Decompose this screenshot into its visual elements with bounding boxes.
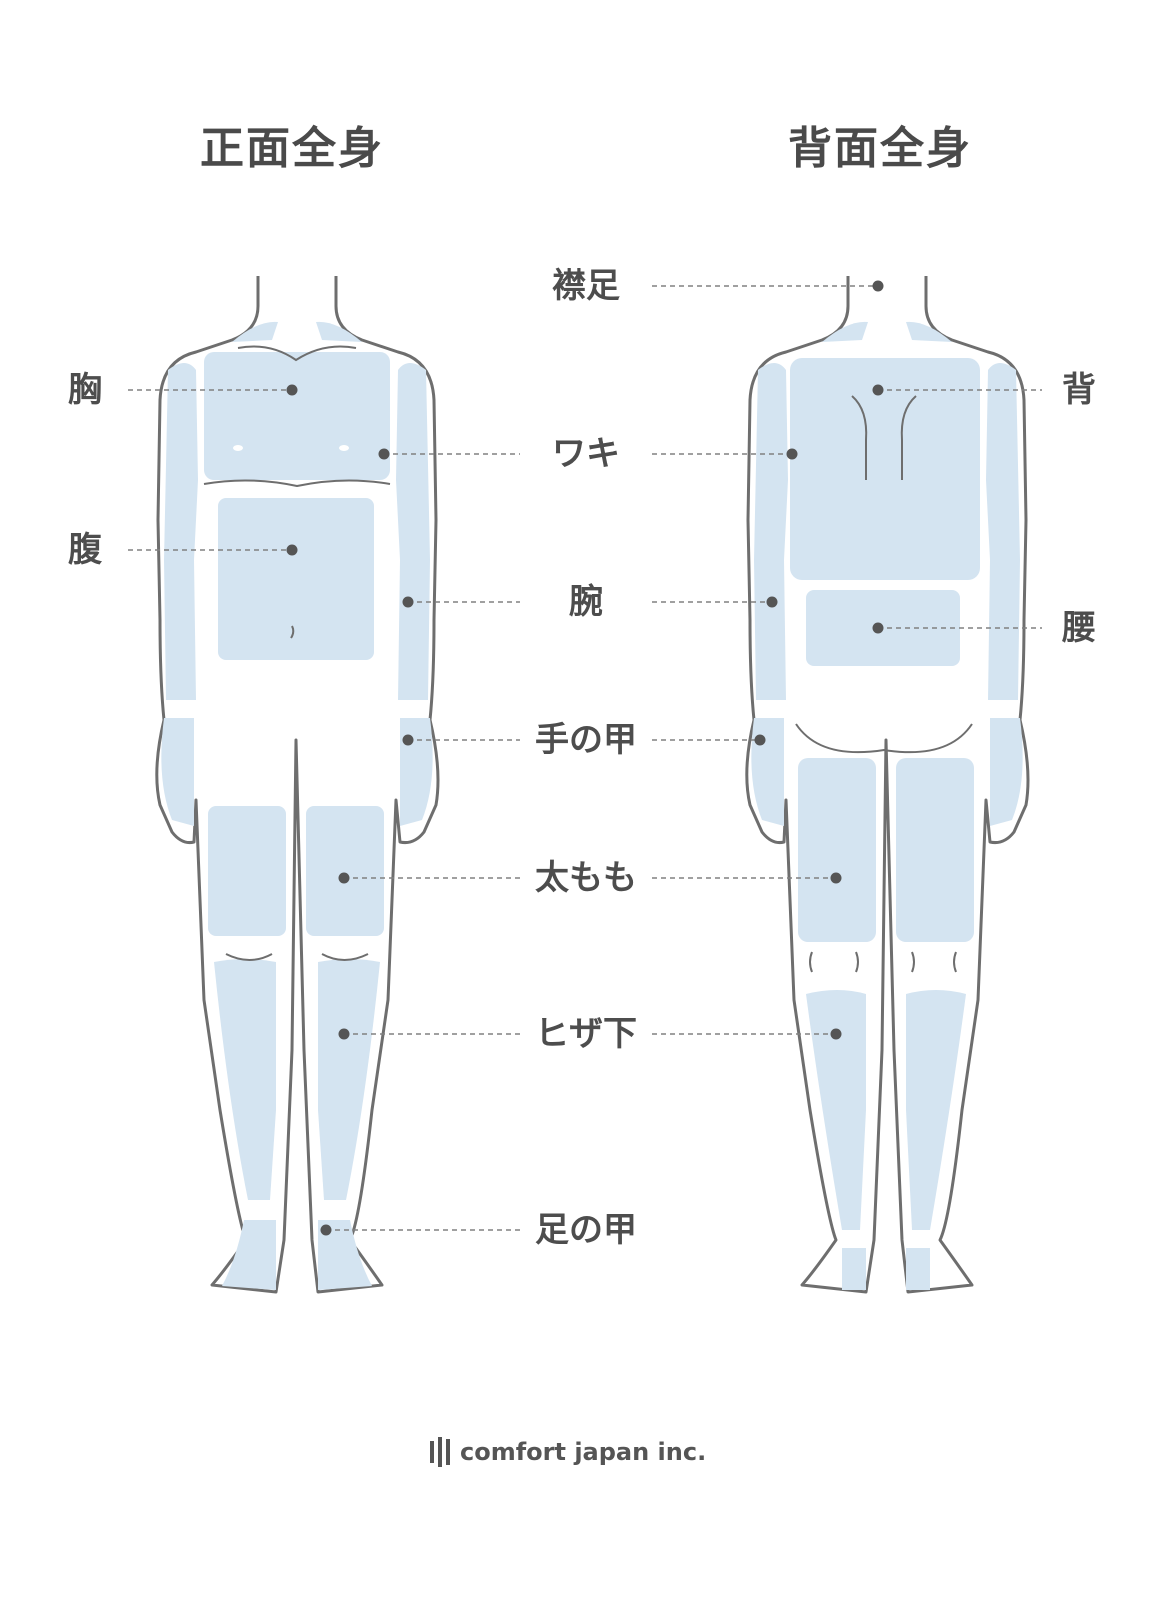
- front-thigh-left-area: [208, 806, 286, 936]
- back-knee-right: [911, 951, 957, 973]
- back-upper-area: [790, 358, 980, 580]
- back-thigh-left-area: [798, 758, 876, 942]
- front-pec-line: [203, 479, 391, 488]
- leader-lines: [128, 285, 1042, 1231]
- label-back: 背: [1062, 370, 1096, 410]
- back-spine-left: [851, 395, 868, 480]
- front-foot-right-area: [318, 1220, 372, 1290]
- label-below-knee: ヒザ下: [535, 1014, 637, 1054]
- back-arm-left-area: [754, 363, 788, 700]
- front-chest-area: [204, 352, 390, 480]
- dot-arm-front: [402, 596, 414, 608]
- label-hand: 手の甲: [535, 720, 637, 760]
- dot-chest: [286, 384, 298, 396]
- front-shin-left-area: [214, 959, 276, 1200]
- front-knee-left: [225, 953, 273, 961]
- label-nape: 襟足: [552, 266, 620, 306]
- dot-nape: [872, 280, 884, 292]
- front-knee-right: [321, 953, 369, 961]
- back-heel-right-area: [906, 1248, 930, 1290]
- front-nipple-right: [339, 445, 349, 451]
- back-hand-right-area: [990, 718, 1023, 826]
- dot-thigh-front: [338, 872, 350, 884]
- dot-abdomen: [286, 544, 298, 556]
- front-navel: [290, 625, 295, 639]
- front-arm-left-area: [164, 363, 198, 700]
- dot-foot-front: [320, 1224, 332, 1236]
- dot-thigh-back: [830, 872, 842, 884]
- dot-below-knee-front: [338, 1028, 350, 1040]
- label-armpit: ワキ: [552, 434, 620, 474]
- front-foot-left-area: [222, 1220, 276, 1290]
- label-arm: 腕: [569, 582, 603, 622]
- front-hand-left-area: [161, 718, 194, 826]
- front-title: 正面全身: [200, 123, 384, 174]
- dot-armpit-front: [378, 448, 390, 460]
- dot-below-knee-back: [830, 1028, 842, 1040]
- logo-text: comfort japan inc.: [460, 1438, 707, 1466]
- dot-armpit-back: [786, 448, 798, 460]
- front-collarbone: [237, 345, 357, 362]
- back-figure: [745, 276, 1030, 1294]
- back-buttocks-line: [795, 723, 973, 754]
- dot-back: [872, 384, 884, 396]
- front-thigh-right-area: [306, 806, 384, 936]
- label-foot: 足の甲: [535, 1210, 637, 1250]
- dot-waist: [872, 622, 884, 634]
- label-abdomen: 腹: [68, 530, 102, 570]
- marker-dots: [286, 280, 884, 1236]
- back-heel-left-area: [842, 1248, 866, 1290]
- back-shoulder-left: [822, 321, 868, 342]
- label-thigh: 太もも: [535, 858, 637, 898]
- front-nipple-left: [233, 445, 243, 451]
- dot-arm-back: [766, 596, 778, 608]
- logo-mark-icon: [430, 1437, 450, 1467]
- front-shoulder-left: [232, 321, 278, 342]
- dot-hand-front: [402, 734, 414, 746]
- label-chest: 胸: [68, 370, 102, 410]
- front-abdomen-area: [218, 498, 374, 660]
- back-calf-left-area: [806, 990, 866, 1230]
- back-shoulder-right: [906, 321, 952, 342]
- back-knee-left: [809, 951, 859, 973]
- company-logo: comfort japan inc.: [430, 1435, 706, 1469]
- front-shin-right-area: [318, 959, 380, 1200]
- front-arm-right-area: [396, 363, 430, 700]
- back-thigh-right-area: [896, 758, 974, 942]
- back-arm-right-area: [986, 363, 1020, 700]
- label-waist: 腰: [1062, 608, 1096, 648]
- back-title: 背面全身: [788, 123, 972, 174]
- back-spine-right: [900, 395, 917, 480]
- dot-hand-back: [754, 734, 766, 746]
- front-figure: [155, 276, 440, 1294]
- front-shoulder-right: [316, 321, 362, 342]
- back-calf-right-area: [906, 990, 966, 1230]
